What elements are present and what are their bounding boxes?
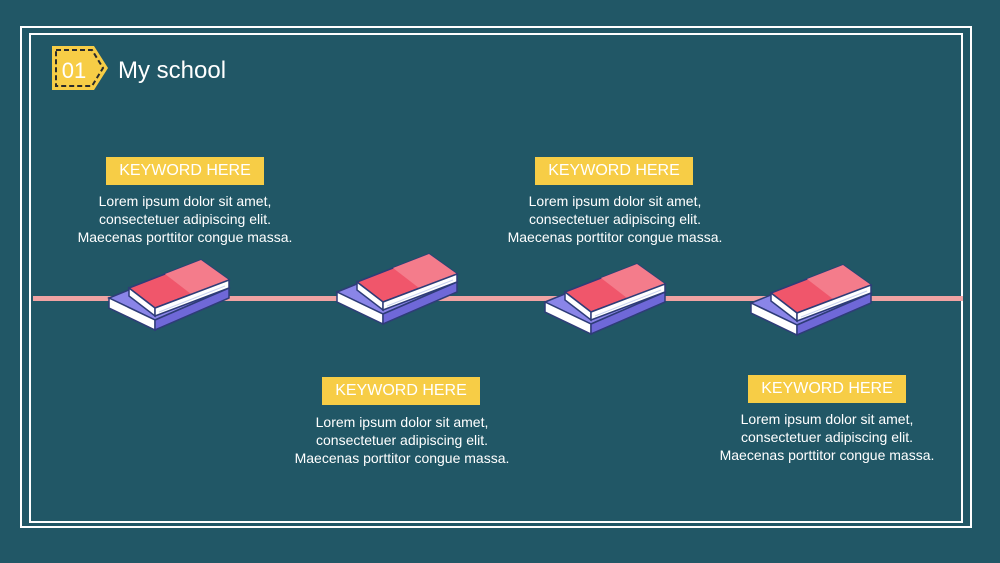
description-line: Lorem ipsum dolor sit amet, [98,193,272,209]
book-stack-icon [750,264,872,336]
description-2: Lorem ipsum dolor sit amet, consectetuer… [252,413,552,467]
tag-badge-icon [52,46,108,90]
description-line: Lorem ipsum dolor sit amet, [740,411,914,427]
description-line: Lorem ipsum dolor sit amet, [528,193,702,209]
keyword-label-2: KEYWORD HERE [322,377,480,405]
page-title: My school [118,57,227,84]
book-stack-icon [544,263,666,335]
description-4: Lorem ipsum dolor sit amet, consectetuer… [677,410,977,464]
description-line: Maecenas porttitor congue massa. [294,450,510,466]
description-line: consectetuer adipiscing elit. [741,429,913,445]
book-stack-icon [336,253,458,325]
keyword-label-3: KEYWORD HERE [535,157,693,185]
book-stack-icon [108,259,230,331]
description-line: Maecenas porttitor congue massa. [719,447,935,463]
inner-frame [29,33,963,523]
description-1: Lorem ipsum dolor sit amet, consectetuer… [35,192,335,246]
timeline-line [33,296,963,301]
outer-frame [20,26,972,528]
description-line: Maecenas porttitor congue massa. [77,229,293,245]
description-line: consectetuer adipiscing elit. [99,211,271,227]
description-line: consectetuer adipiscing elit. [316,432,488,448]
description-line: Lorem ipsum dolor sit amet, [315,414,489,430]
keyword-label-1: KEYWORD HERE [106,157,264,185]
description-line: Maecenas porttitor congue massa. [507,229,723,245]
description-line: consectetuer adipiscing elit. [529,211,701,227]
section-number: 01 [61,58,87,83]
keyword-label-4: KEYWORD HERE [748,375,906,403]
description-3: Lorem ipsum dolor sit amet, consectetuer… [465,192,765,246]
